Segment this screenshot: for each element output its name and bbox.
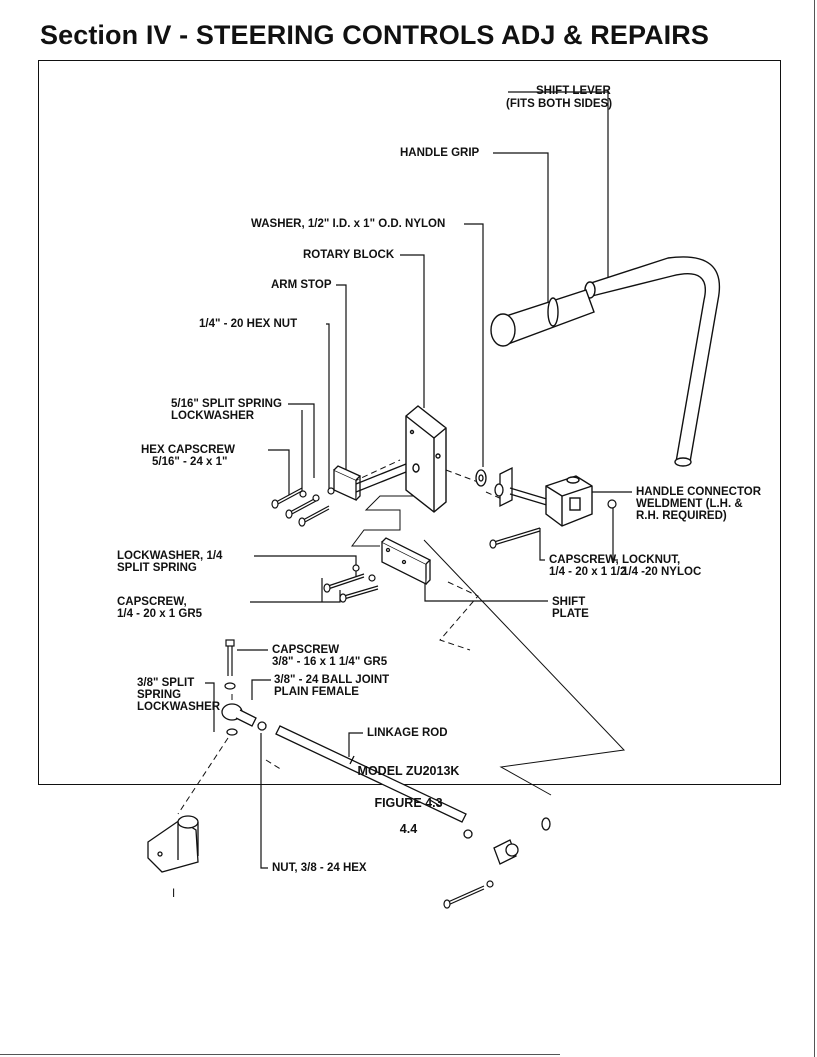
leader-locknut — [612, 508, 618, 561]
label-split-38: 3/8" SPLIT — [137, 677, 195, 689]
label-handle-grip: HANDLE GRIP — [400, 147, 480, 159]
label-washer: WASHER, 1/2" I.D. x 1" O.D. NYLON — [251, 218, 446, 230]
leader-split-38 — [205, 682, 215, 732]
label-shift-plate-2: PLATE — [552, 608, 589, 620]
leader-shift-plate — [424, 580, 548, 602]
label-linkage-rod: LINKAGE ROD — [367, 727, 448, 739]
page-number: 4.4 — [399, 822, 418, 836]
label-capscrew-112-2: 1/4 - 20 x 1 1/2 — [549, 566, 627, 578]
leader-nut-38 — [260, 733, 268, 869]
label-hex-capscrew: HEX CAPSCREW — [141, 444, 235, 456]
shift-plate — [381, 537, 432, 586]
leader-lockwasher-14 — [254, 555, 357, 577]
leader-capscrew-112 — [539, 528, 545, 561]
label-split-spring-2: LOCKWASHER — [171, 410, 255, 422]
leader-handle-grip — [493, 152, 549, 302]
label-locknut-2: 1/4 -20 NYLOC — [622, 566, 702, 578]
label-split-38-2: SPRING — [137, 689, 182, 701]
label-shift-lever-note: (FITS BOTH SIDES) — [506, 98, 613, 110]
label-capscrew-1: CAPSCREW, — [117, 596, 187, 608]
ball-joint — [221, 703, 267, 736]
leader-split-spring — [288, 403, 315, 478]
leader-arm-stop — [336, 284, 347, 470]
handle-connector — [545, 475, 593, 527]
label-shift-plate: SHIFT — [552, 596, 586, 608]
label-ball-joint: 3/8" - 24 BALL JOINT — [274, 674, 390, 686]
label-capscrew-38: CAPSCREW — [272, 644, 340, 656]
shift-lever — [584, 256, 720, 467]
label-handle-connector: HANDLE CONNECTOR — [636, 486, 762, 498]
label-capscrew-38-2: 3/8" - 16 x 1 1/4" GR5 — [272, 656, 388, 668]
label-rotary-block: ROTARY BLOCK — [303, 249, 395, 261]
connector-shaft — [494, 466, 551, 508]
label-lockwasher-14-2: SPLIT SPRING — [117, 562, 197, 574]
pivot-arm — [147, 815, 199, 873]
leader-hex-capscrew — [268, 449, 290, 495]
section-title: Section IV - STEERING CONTROLS ADJ & REP… — [40, 20, 709, 50]
leader-washer — [464, 223, 484, 467]
label-lockwasher-14: LOCKWASHER, 1/4 — [117, 550, 223, 562]
figure-frame — [38, 60, 781, 785]
label-split-spring: 5/16" SPLIT SPRING — [171, 398, 282, 410]
label-ball-joint-2: PLAIN FEMALE — [274, 686, 359, 698]
leader-rotary-block — [400, 254, 425, 408]
figure-caption: FIGURE 4.3 — [374, 796, 443, 810]
leader-shift-lever — [508, 91, 609, 280]
label-capscrew-112: CAPSCREW, — [549, 554, 619, 566]
label-hex-capscrew-size: 5/16" - 24 x 1" — [152, 456, 228, 468]
leader-ball-joint — [251, 679, 271, 700]
linkage-rod — [275, 725, 473, 839]
rotary-block — [405, 405, 447, 513]
pivot-mark: I — [172, 888, 176, 900]
leader-hex-nut — [326, 323, 330, 490]
label-hex-nut: 1/4" - 20 HEX NUT — [199, 318, 298, 330]
label-split-38-3: LOCKWASHER — [137, 701, 221, 713]
scan-edge-right — [813, 0, 815, 1057]
leader-linkage-rod — [348, 732, 363, 757]
label-locknut: LOCKNUT, — [622, 554, 681, 566]
label-capscrew-1-2: 1/4 - 20 x 1 GR5 — [117, 608, 203, 620]
label-shift-lever: SHIFT LEVER — [536, 85, 611, 97]
handle-grip — [490, 289, 595, 347]
model-caption: MODEL ZU2013K — [357, 764, 460, 778]
label-nut-38: NUT, 3/8 - 24 HEX — [272, 862, 367, 874]
scan-edge-bottom — [0, 1053, 560, 1055]
arm-stop — [333, 465, 362, 502]
label-handle-connector-3: R.H. REQUIRED) — [636, 510, 727, 522]
label-arm-stop: ARM STOP — [271, 279, 332, 291]
label-handle-connector-2: WELDMENT (L.H. & — [636, 498, 743, 510]
